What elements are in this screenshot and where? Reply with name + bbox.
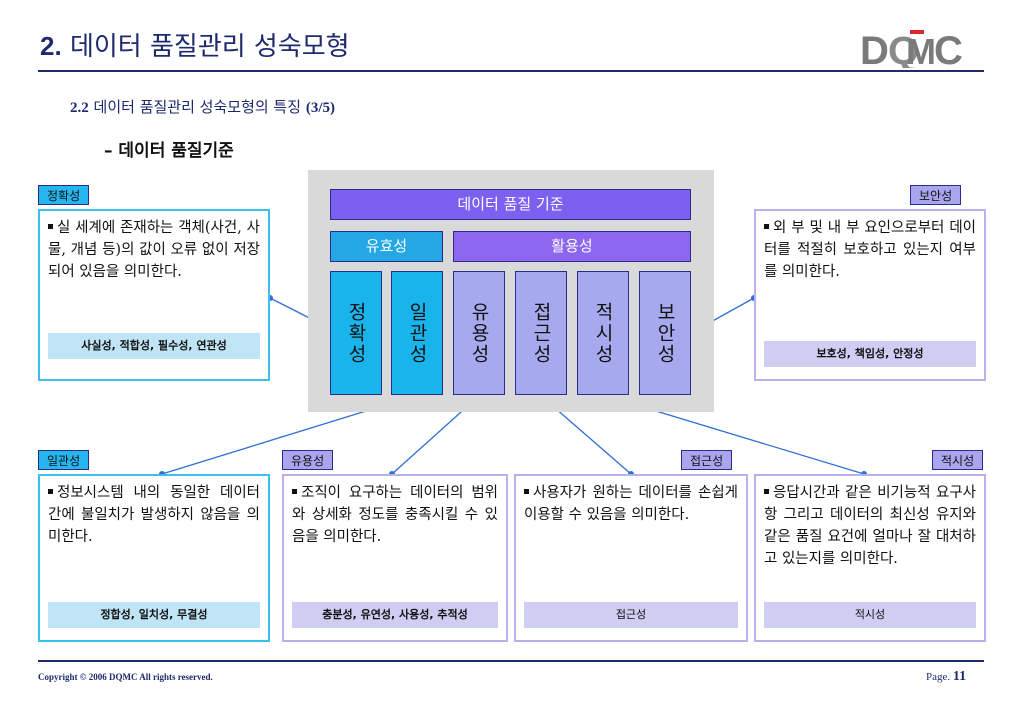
timeliness-tag: 적시성 [932,450,984,470]
consistency-box: 정보시스템 내의 동일한 데이터 간에 불일치가 발생하지 않음을 의미한다. … [38,474,270,642]
subtitle-number: 2.2 [70,100,89,116]
svg-text:Q: Q [888,29,919,68]
column-timeliness: 적시성 [577,271,629,395]
consistency-tag: 일관성 [38,450,90,470]
accessibility-keywords: 접근성 [524,602,738,628]
subtitle-text: 데이터 품질관리 성숙모형의 특징 [93,98,302,116]
bullet-icon [48,223,53,229]
page-value: 11 [952,669,967,684]
svg-text:C: C [934,29,963,68]
accuracy-box: 실 세계에 존재하는 객체(사건, 사물, 개념 등)의 값이 오류 없이 저장… [38,209,270,381]
svg-text:D: D [860,29,889,68]
column-usefulness: 유용성 [453,271,505,395]
bullet-icon [764,223,769,229]
consistency-description: 정보시스템 내의 동일한 데이터 간에 불일치가 발생하지 않음을 의미한다. [40,476,268,598]
column-security: 보안성 [639,271,691,395]
bullet-icon [524,488,529,494]
timeliness-keywords: 적시성 [764,602,976,628]
accuracy-keywords: 사실성, 적합성, 필수성, 연관성 [48,333,260,359]
usefulness-box: 조직이 요구하는 데이터의 범위와 상세화 정도를 충족시킬 수 있음을 의미한… [282,474,508,642]
accessibility-tag: 접근성 [681,450,733,470]
accessibility-description: 사용자가 원하는 데이터를 손쉽게 이용할 수 있음을 의미한다. [516,476,746,598]
subtitle-page: (3/5) [305,100,335,116]
accuracy-description: 실 세계에 존재하는 객체(사건, 사물, 개념 등)의 값이 오류 없이 저장… [40,211,268,325]
copyright-text: Copyright © 2006 DQMC All rights reserve… [38,672,213,682]
timeliness-box: 응답시간과 같은 비기능적 요구사항 그리고 데이터의 최신성 유지와 같은 품… [754,474,986,642]
page-number: Page. 11 [926,669,966,685]
svg-text:M: M [906,31,936,68]
security-text: 외 부 및 내 부 요인으로부터 데이터를 적절히 보호하고 있는지 여부를 의… [764,220,976,280]
usability-group-bar: 활용성 [453,231,691,262]
bullet-icon [764,488,769,494]
security-tag: 보안성 [910,185,962,205]
usefulness-tag: 유용성 [282,450,334,470]
security-box: 외 부 및 내 부 요인으로부터 데이터를 적절히 보호하고 있는지 여부를 의… [754,209,986,381]
usefulness-text: 조직이 요구하는 데이터의 범위와 상세화 정도를 충족시킬 수 있음을 의미한… [292,485,498,545]
accessibility-box: 사용자가 원하는 데이터를 손쉽게 이용할 수 있음을 의미한다. 접근성 [514,474,748,642]
column-consistency: 일관성 [391,271,443,395]
usefulness-keywords: 충분성, 유연성, 사용성, 추적성 [292,602,498,628]
security-keywords: 보호성, 책임성, 안정성 [764,341,976,367]
accuracy-text: 실 세계에 존재하는 객체(사건, 사물, 개념 등)의 값이 오류 없이 저장… [48,220,260,280]
title-divider [38,70,984,72]
accessibility-text: 사용자가 원하는 데이터를 손쉽게 이용할 수 있음을 의미한다. [524,485,738,523]
section-heading: – 데이터 품질기준 [104,141,234,161]
dqmc-logo: D C Q M [860,29,963,68]
quality-criteria-header: 데이터 품질 기준 [330,189,691,220]
accuracy-tag: 정확성 [38,185,90,205]
usefulness-description: 조직이 요구하는 데이터의 범위와 상세화 정도를 충족시킬 수 있음을 의미한… [284,476,506,598]
timeliness-description: 응답시간과 같은 비기능적 요구사항 그리고 데이터의 최신성 유지와 같은 품… [756,476,984,598]
column-accuracy: 정확성 [330,271,382,395]
slide-title: 2. 데이터 품질관리 성숙모형 [40,26,350,63]
timeliness-text: 응답시간과 같은 비기능적 요구사항 그리고 데이터의 최신성 유지와 같은 품… [764,485,976,567]
validity-group-bar: 유효성 [330,231,443,262]
subtitle: 2.2 데이터 품질관리 성숙모형의 특징 (3/5) [70,96,335,117]
consistency-text: 정보시스템 내의 동일한 데이터 간에 불일치가 발생하지 않음을 의미한다. [48,485,260,545]
page-label: Page. [926,671,951,683]
bullet-icon [48,488,53,494]
column-accessibility: 접근성 [515,271,567,395]
title-number: 2. [40,31,62,61]
consistency-keywords: 정합성, 일치성, 무결성 [48,602,260,628]
title-text: 데이터 품질관리 성숙모형 [69,32,350,62]
bullet-icon [292,488,297,494]
footer-divider [38,660,984,662]
security-description: 외 부 및 내 부 요인으로부터 데이터를 적절히 보호하고 있는지 여부를 의… [756,211,984,325]
